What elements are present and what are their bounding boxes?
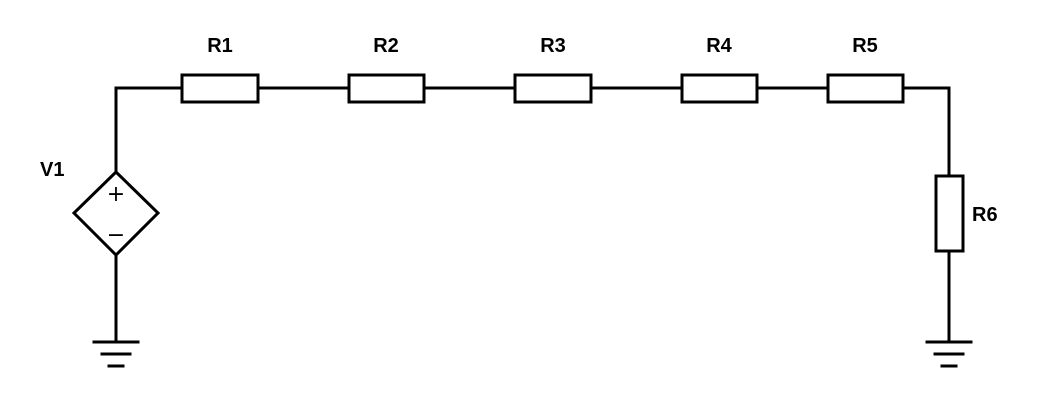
- plus-sign: +: [107, 182, 125, 207]
- wire-source-to-top: [114, 86, 184, 174]
- resistor-r6: [934, 174, 965, 253]
- label-r1: R1: [207, 35, 233, 57]
- label-r5: R5: [852, 35, 878, 57]
- diamond-source-icon: [71, 169, 161, 258]
- wires: [114, 86, 951, 342]
- resistor-r1: [180, 73, 260, 104]
- minus-sign: −: [107, 223, 125, 248]
- resistor-r2: [347, 73, 426, 104]
- ground-right-icon: [925, 340, 973, 368]
- label-r6: R6: [972, 204, 998, 226]
- resistor-r4: [680, 73, 759, 104]
- voltage-source-v1: + −: [71, 169, 161, 258]
- label-v1: V1: [40, 159, 64, 181]
- label-r2: R2: [373, 35, 399, 57]
- wire-r5-to-r6: [901, 86, 951, 178]
- resistor-r3: [513, 73, 593, 104]
- resistor-r5: [826, 73, 905, 104]
- label-r3: R3: [540, 35, 566, 57]
- label-r4: R4: [706, 35, 732, 57]
- ground-left-icon: [92, 340, 140, 368]
